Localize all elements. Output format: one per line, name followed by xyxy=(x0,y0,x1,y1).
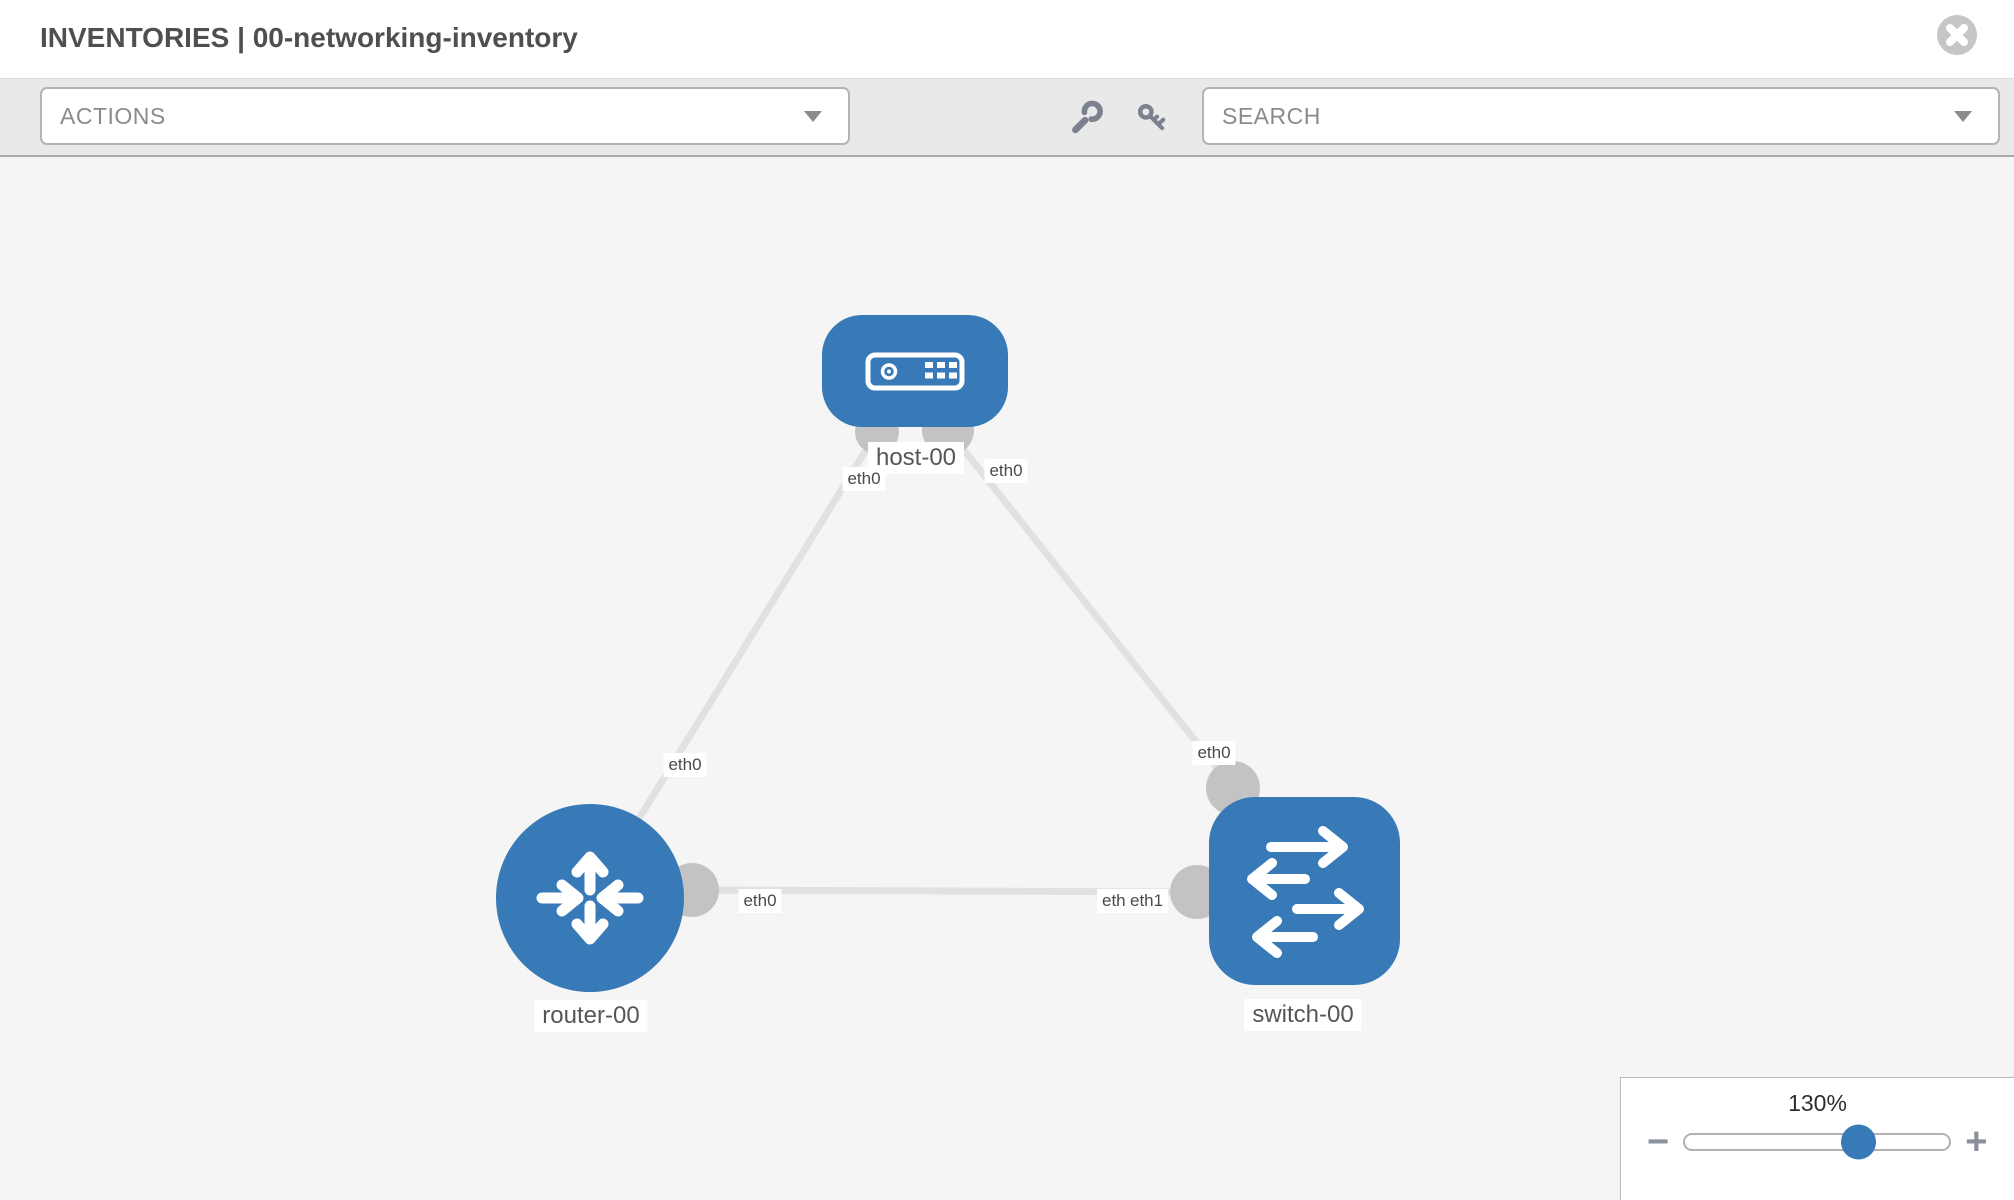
node-host-00[interactable] xyxy=(822,315,1008,427)
credentials-button[interactable] xyxy=(1130,96,1174,140)
interface-label-switch-eth1: eth1 xyxy=(1125,889,1169,913)
zoom-panel: 130% − + xyxy=(1620,1077,2014,1200)
wrench-icon xyxy=(1072,100,1103,134)
toolbar: ACTIONS SEARCH xyxy=(0,78,2014,157)
zoom-percentage: 130% xyxy=(1788,1090,1847,1116)
interface-label-router-eth0-top: eth0 xyxy=(663,753,707,777)
node-router-00[interactable] xyxy=(496,804,684,992)
page-title: INVENTORIES | 00-networking-inventory xyxy=(40,22,578,53)
header-bar: INVENTORIES | 00-networking-inventory xyxy=(0,0,2014,78)
search-dropdown[interactable]: SEARCH xyxy=(1202,87,2000,145)
zoom-slider-track[interactable] xyxy=(1683,1124,1952,1160)
node-label-router-00: router-00 xyxy=(534,1000,648,1032)
router-icon xyxy=(536,851,644,945)
zoom-slider-row: − + xyxy=(1621,1121,2014,1163)
node-switch-00[interactable] xyxy=(1209,797,1400,985)
interface-label-host-eth0-left: eth0 xyxy=(842,467,886,491)
topology-edges xyxy=(587,427,1236,900)
close-icon xyxy=(1946,24,1968,46)
chevron-down-icon xyxy=(804,110,822,122)
interface-label-router-eth0-link: eth0 xyxy=(738,889,782,913)
zoom-slider-handle[interactable] xyxy=(1841,1124,1877,1160)
zoom-in-button[interactable]: + xyxy=(1965,1121,1988,1163)
search-dropdown-label: SEARCH xyxy=(1222,102,1321,129)
edge-host-switch xyxy=(945,427,1236,791)
interface-label-host-eth0-right: eth0 xyxy=(984,459,1028,483)
switch-icon xyxy=(1247,826,1364,958)
key-icon xyxy=(1137,103,1166,131)
actions-dropdown-label: ACTIONS xyxy=(60,102,166,129)
actions-dropdown[interactable]: ACTIONS xyxy=(40,87,850,145)
node-label-switch-00: switch-00 xyxy=(1244,999,1362,1031)
zoom-out-button[interactable]: − xyxy=(1647,1121,1670,1163)
close-button[interactable] xyxy=(1937,15,1977,55)
host-icon xyxy=(865,352,965,391)
configure-button[interactable] xyxy=(1063,96,1107,140)
chevron-down-icon xyxy=(1954,110,1972,122)
interface-label-switch-eth1-underlay: eth1 xyxy=(1097,889,1126,913)
topology-canvas[interactable]: host-00 router-00 xyxy=(0,157,2014,1200)
interface-label-switch-eth0-top: eth0 xyxy=(1192,741,1236,765)
